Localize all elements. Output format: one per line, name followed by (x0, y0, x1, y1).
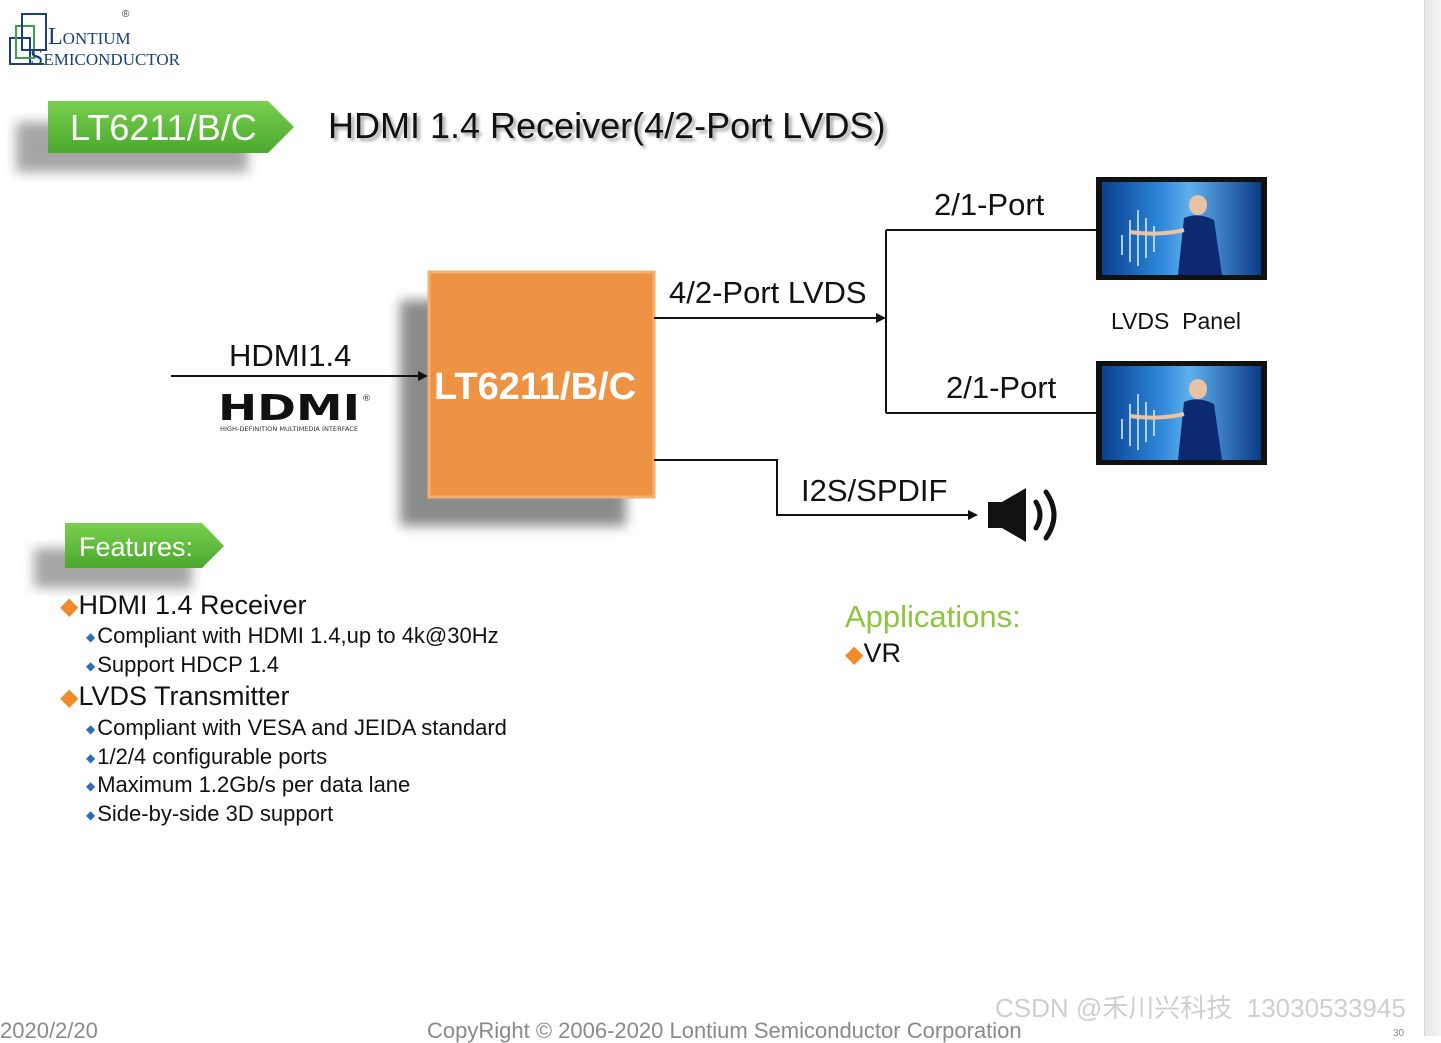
feature-item: ◆Side-by-side 3D support (86, 801, 333, 828)
speaker-icon (988, 488, 1057, 542)
application-item: ◆VR (845, 638, 901, 670)
feature-group-title-text: HDMI 1.4 Receiver (78, 590, 307, 620)
feature-group-title: ◆HDMI 1.4 Receiver (60, 590, 307, 622)
logo-line-2-rest: EMICONDUCTOR (43, 50, 180, 69)
page-title: HDMI 1.4 Receiver(4/2-Port LVDS) (328, 105, 886, 146)
port-bottom-label: 2/1-Port (946, 370, 1057, 405)
hdmi-logo-icon: HDMI ® HIGH-DEFINITION MULTIMEDIA INTERF… (218, 388, 371, 433)
page-edge (1424, 0, 1441, 1036)
feature-item-text: Compliant with VESA and JEIDA standard (97, 715, 507, 740)
feature-item-text: Compliant with HDMI 1.4,up to 4k@30Hz (97, 623, 499, 648)
logo-line-2-initial: S (30, 45, 44, 71)
hdmi-logo-registered: ® (362, 394, 371, 404)
features-tag (65, 523, 224, 568)
feature-item-text: 1/2/4 configurable ports (97, 744, 328, 769)
footer-copyright: CopyRight © 2006-2020 Lontium Semiconduc… (427, 1018, 1022, 1043)
feature-item: ◆Compliant with HDMI 1.4,up to 4k@30Hz (86, 623, 499, 650)
orange-diamond-icon: ◆ (60, 684, 79, 711)
feature-item-text: Side-by-side 3D support (97, 801, 334, 826)
arrow-head-icon (876, 313, 886, 323)
blue-diamond-icon: ◆ (86, 808, 96, 822)
applications-title: Applications: (845, 599, 1021, 634)
orange-diamond-icon: ◆ (60, 593, 79, 620)
port-top-label: 2/1-Port (934, 187, 1045, 222)
logo-registered: ® (122, 9, 130, 20)
chip-block (427, 270, 656, 499)
lontium-logo-icon (9, 13, 47, 65)
hdmi-logo-subtext: HIGH-DEFINITION MULTIMEDIA INTERFACE (220, 426, 358, 433)
blue-diamond-icon: ◆ (86, 751, 96, 765)
footer-page-number: 30 (1393, 1028, 1405, 1036)
audio-output-label: I2S/SPDIF (801, 473, 948, 508)
logo-line-1-initial: L (48, 24, 63, 50)
feature-item-text: Maximum 1.2Gb/s per data lane (97, 772, 411, 797)
feature-item-text: Support HDCP 1.4 (97, 652, 280, 677)
chip-label: LT6211/B/C (434, 366, 637, 408)
logo-line-1-rest: ONTIUM (62, 29, 131, 48)
feature-item: ◆Support HDCP 1.4 (86, 652, 279, 679)
lvds-panel-icon (1096, 177, 1267, 280)
panel-label: LVDS Panel (1111, 308, 1241, 334)
logo-line-2: SEMICONDUCTOR (30, 46, 180, 70)
title-tag (48, 101, 294, 153)
input-label: HDMI1.4 (229, 338, 352, 373)
hdmi-logo-wordmark: HDMI (218, 388, 360, 429)
blue-diamond-icon: ◆ (86, 779, 96, 793)
feature-group-title: ◆LVDS Transmitter (60, 681, 290, 713)
arrow-head-icon (418, 371, 428, 381)
feature-item: ◆1/2/4 configurable ports (86, 744, 327, 771)
audio-output-line (654, 459, 970, 516)
feature-group-title-text: LVDS Transmitter (78, 681, 290, 711)
blue-diamond-icon: ◆ (86, 659, 96, 673)
logo-line-1: LONTIUM (48, 25, 131, 49)
features-tag-label: Features: (79, 532, 194, 562)
blue-diamond-icon: ◆ (86, 722, 96, 736)
orange-diamond-icon: ◆ (845, 641, 864, 668)
feature-item: ◆Compliant with VESA and JEIDA standard (86, 715, 507, 742)
title-tag-label: LT6211/B/C (70, 107, 257, 148)
feature-item: ◆Maximum 1.2Gb/s per data lane (86, 772, 410, 799)
watermark: CSDN @禾川兴科技 13030533945 (995, 993, 1406, 1023)
arrow-head-icon (968, 510, 978, 520)
application-item-text: VR (863, 638, 901, 668)
lvds-output-label: 4/2-Port LVDS (669, 275, 867, 310)
blue-diamond-icon: ◆ (86, 630, 96, 644)
footer-date: 2020/2/20 (0, 1018, 98, 1043)
lvds-panel-icon (1096, 361, 1267, 465)
